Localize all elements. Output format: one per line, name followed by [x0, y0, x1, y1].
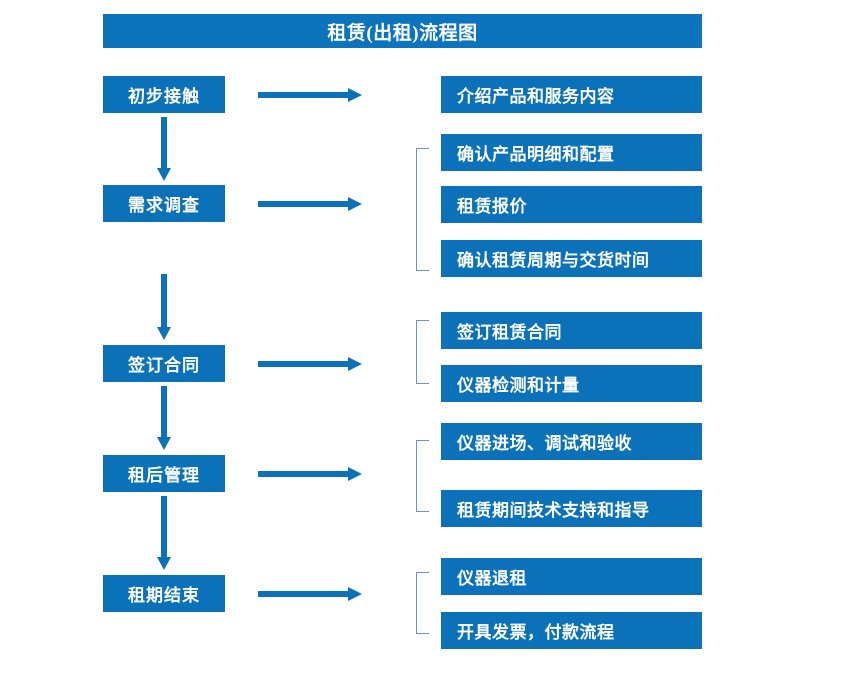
arrow-head [157, 557, 171, 570]
arrow-head [157, 437, 171, 450]
arrow-shaft [161, 386, 167, 437]
detail-box-9[interactable]: 仪器退租 [441, 558, 702, 595]
arrow-shaft [258, 201, 350, 207]
arrow-shaft [258, 591, 350, 597]
stage-box-3[interactable]: 签订合同 [103, 345, 225, 382]
arrow-head [348, 587, 362, 601]
group-bracket-3 [416, 320, 429, 384]
arrow-head [157, 327, 171, 340]
arrow-right-icon-2 [258, 197, 362, 211]
arrow-shaft [258, 471, 350, 477]
arrow-down-icon-3 [157, 386, 171, 450]
arrow-down-icon-1 [157, 117, 171, 181]
arrow-right-icon-1 [258, 88, 362, 102]
arrow-right-icon-5 [258, 587, 362, 601]
group-bracket-5 [416, 572, 429, 634]
arrow-shaft [161, 117, 167, 168]
detail-box-2[interactable]: 确认产品明细和配置 [441, 134, 702, 171]
arrow-head [348, 357, 362, 371]
detail-box-3[interactable]: 租赁报价 [441, 186, 702, 223]
detail-box-5[interactable]: 签订租赁合同 [441, 312, 702, 349]
arrow-down-icon-4 [157, 496, 171, 570]
arrow-shaft [161, 274, 167, 327]
arrow-shaft [161, 496, 167, 557]
arrow-head [348, 197, 362, 211]
arrow-right-icon-4 [258, 467, 362, 481]
group-bracket-2 [416, 148, 429, 271]
arrow-head [348, 88, 362, 102]
stage-box-4[interactable]: 租后管理 [103, 455, 225, 492]
arrow-head [157, 168, 171, 181]
page-title: 租赁(出租)流程图 [103, 14, 702, 48]
detail-box-6[interactable]: 仪器检测和计量 [441, 365, 702, 402]
arrow-head [348, 467, 362, 481]
arrow-down-icon-2 [157, 274, 171, 340]
group-bracket-4 [416, 440, 429, 512]
detail-box-4[interactable]: 确认租赁周期与交货时间 [441, 240, 702, 277]
arrow-shaft [258, 92, 350, 98]
stage-box-1[interactable]: 初步接触 [103, 76, 225, 113]
stage-box-5[interactable]: 租期结束 [103, 575, 225, 612]
arrow-right-icon-3 [258, 357, 362, 371]
detail-box-1[interactable]: 介绍产品和服务内容 [441, 76, 702, 113]
detail-box-7[interactable]: 仪器进场、调试和验收 [441, 423, 702, 460]
detail-box-10[interactable]: 开具发票，付款流程 [441, 612, 702, 649]
detail-box-8[interactable]: 租赁期间技术支持和指导 [441, 490, 702, 527]
arrow-shaft [258, 361, 350, 367]
stage-box-2[interactable]: 需求调查 [103, 185, 225, 222]
